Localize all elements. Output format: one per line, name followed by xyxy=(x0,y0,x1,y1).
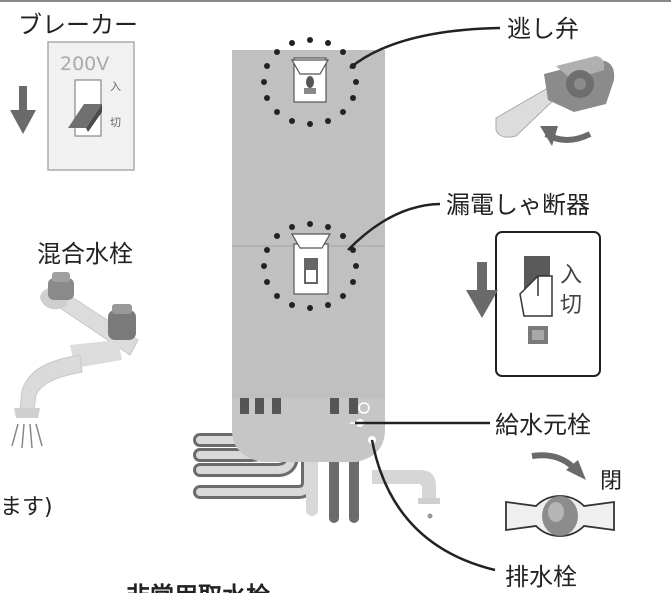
breaker-switch xyxy=(68,104,102,128)
leakage-down-arrow xyxy=(466,262,498,318)
relief-valve-label: 逃し弁 xyxy=(507,15,579,43)
relief-valve-rotate-arrow xyxy=(540,126,592,146)
bottom-caption: 非常用取水栓 xyxy=(126,582,270,593)
water-supply-valve-label: 給水元栓 xyxy=(495,411,591,439)
relief-valve-illustration xyxy=(495,56,615,138)
leakage-breaker-dot-circle xyxy=(261,221,359,311)
leader-lines xyxy=(347,26,501,572)
relief-valve-on-cabinet xyxy=(290,57,330,103)
breaker-voltage: 200V xyxy=(60,53,109,75)
leakage-off-label: 切 xyxy=(560,293,582,318)
mixing-faucet-illustration xyxy=(11,272,139,449)
breaker-down-arrow xyxy=(10,86,36,134)
breaker-off-label: 切 xyxy=(110,116,121,129)
relief-valve-dot-circle xyxy=(261,37,359,127)
close-label: 閉 xyxy=(600,469,622,494)
drain-faucet xyxy=(372,470,440,519)
close-rotate-arrow xyxy=(531,452,586,480)
leakage-breaker-on-cabinet xyxy=(290,233,332,295)
partial-text: ます) xyxy=(0,495,53,520)
breaker-on-label: 入 xyxy=(110,80,121,93)
leakage-breaker-label: 漏電しゃ断器 xyxy=(446,191,590,219)
drain-plug-label: 排水栓 xyxy=(505,563,577,591)
breaker-label: ブレーカー xyxy=(18,11,138,39)
leakage-switch-lever xyxy=(519,275,553,317)
mixing-faucet-label: 混合水栓 xyxy=(37,240,133,268)
water-supply-valve-handle xyxy=(505,495,615,537)
leakage-on-label: 入 xyxy=(560,263,582,288)
